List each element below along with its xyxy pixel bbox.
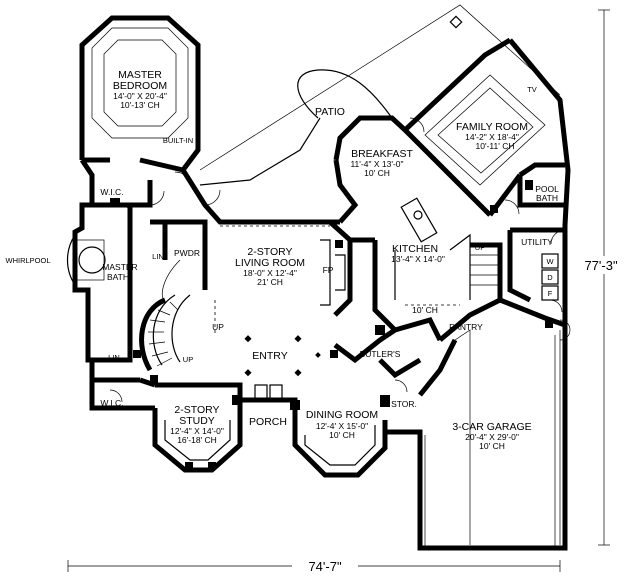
- pool-bath-label-2: BATH: [536, 193, 558, 203]
- family-room-label: FAMILY ROOM: [456, 121, 528, 133]
- up-label-kitchen: UP: [475, 243, 485, 252]
- freezer-label: F: [548, 289, 553, 298]
- butlers-label: BUTLER'S: [360, 349, 401, 359]
- up-label-entry: UP: [212, 322, 224, 332]
- family-room-ceiling: 10'-11' CH: [476, 141, 515, 151]
- master-bedroom-label-2: BEDROOM: [113, 80, 167, 92]
- breakfast-size: 11'-4" X 13'-0": [350, 159, 403, 169]
- wic-top-label: W.I.C.: [100, 187, 123, 197]
- washer-label: W: [546, 257, 554, 266]
- dryer-label: D: [547, 273, 553, 282]
- depth-dimension-line: [578, 9, 624, 546]
- utility-label: UTILITY: [521, 237, 553, 247]
- corner-marker: [449, 15, 463, 29]
- patio-outline: [297, 69, 393, 119]
- tv-label: TV: [527, 85, 537, 94]
- whirlpool-label: WHIRLPOOL: [5, 256, 50, 265]
- exterior-walls: [72, 15, 571, 551]
- lin-2-label: LIN: [108, 353, 120, 362]
- wic-bottom-label: W.I.C.: [100, 398, 123, 408]
- lin-1-label: LIN: [152, 252, 164, 261]
- room-labels: MASTER BEDROOM 14'-0" X 20'-4" 10'-13' C…: [5, 69, 559, 451]
- dining-room-ceiling: 10' CH: [329, 430, 355, 440]
- columns: [110, 180, 553, 470]
- study-size: 12'-4" X 14'-0": [170, 426, 224, 436]
- master-bedroom-label-1: MASTER: [118, 69, 162, 81]
- breakfast-ceiling: 10' CH: [364, 168, 390, 178]
- master-bedroom-size: 14'-0" X 20'-4": [113, 91, 167, 101]
- pool-bath-label-1: POOL: [535, 184, 559, 194]
- living-room-label-1: 2-STORY: [247, 246, 292, 258]
- master-bedroom-ceiling: 10'-13' CH: [120, 100, 160, 110]
- garage-door-tracks: [424, 335, 556, 548]
- width-dimension-line: [67, 558, 561, 574]
- living-room-ceiling: 21' CH: [257, 277, 283, 287]
- whirlpool-tub: [66, 234, 106, 286]
- living-room-label-2: LIVING ROOM: [235, 257, 305, 269]
- door-swings: [109, 117, 571, 403]
- garage-ceiling: 10' CH: [479, 441, 505, 451]
- built-in-label: BUILT-IN: [163, 136, 193, 145]
- lot-line: [199, 4, 561, 171]
- entry-markers: [244, 335, 321, 377]
- study-label-2: STUDY: [179, 415, 215, 427]
- pantry-label: PANTRY: [449, 322, 483, 332]
- front-door: [254, 384, 283, 401]
- study-ceiling: 16'-18' CH: [177, 435, 217, 445]
- patio-label: PATIO: [315, 106, 345, 118]
- garage-size: 20'-4" X 29'-0": [465, 432, 519, 442]
- kitchen-size: 13'-4" X 14'-0": [391, 254, 445, 264]
- width-dimension: 74'-7": [308, 559, 342, 574]
- fireplace: [335, 254, 346, 291]
- master-bath-label-1: MASTER: [102, 262, 137, 272]
- breakfast-label: BREAKFAST: [351, 148, 413, 160]
- family-room-size: 14'-2" X 18'-4": [465, 132, 519, 142]
- patio-edge: [199, 117, 321, 186]
- master-bath-label-2: BATH: [107, 272, 129, 282]
- ceiling-lines: [214, 225, 460, 335]
- entry-label: ENTRY: [252, 350, 287, 362]
- kitchen-ceiling: 10' CH: [412, 305, 438, 315]
- kitchen-label: KITCHEN: [392, 243, 438, 255]
- fireplace-label: FP: [323, 265, 334, 275]
- living-room-size: 18'-0" X 12'-4": [243, 268, 297, 278]
- up-label-stair: UP: [183, 355, 193, 364]
- garage-label: 3-CAR GARAGE: [452, 421, 531, 433]
- dining-room-label: DINING ROOM: [306, 409, 378, 421]
- dining-room-size: 12'-4' X 15'-0": [316, 421, 368, 431]
- storage-label: STOR.: [391, 399, 417, 409]
- depth-dimension: 77'-3": [584, 258, 618, 273]
- porch-label: PORCH: [249, 416, 287, 428]
- study-label-1: 2-STORY: [174, 404, 219, 416]
- pwdr-label: PWDR: [174, 248, 200, 258]
